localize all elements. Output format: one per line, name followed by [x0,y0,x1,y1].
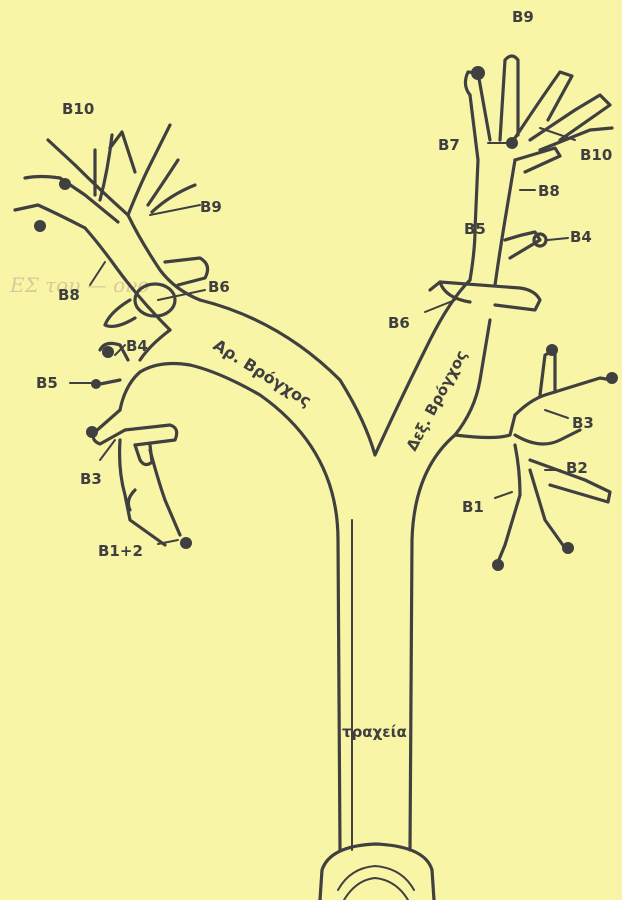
trachea [190,280,470,900]
label-right-b1: B1 [462,498,484,516]
label-right-b8: B8 [538,182,560,200]
label-left-b9: B9 [200,198,222,216]
label-trachea: τραχεία [342,723,407,741]
label-left-b10: B10 [62,100,94,118]
label-right-b2: B2 [566,459,588,477]
label-right-bronchus: Δεξ. Βρόγχος [403,347,471,454]
label-left-b6: B6 [208,278,230,296]
label-right-b4: B4 [570,228,592,246]
label-right-b9: B9 [512,8,534,26]
label-left-b4: B4 [126,337,148,355]
label-left-b3: B3 [80,470,102,488]
label-left-b5: B5 [36,374,58,392]
label-right-b6: B6 [388,314,410,332]
label-right-b7: B7 [438,136,460,154]
left-lung-branches [15,125,208,549]
right-lung-branches [430,56,618,571]
label-left-b8: B8 [58,286,80,304]
label-right-b5: B5 [464,220,486,238]
label-right-b10: B10 [580,146,612,164]
leader-lines [70,128,575,544]
label-left-b1-2: B1+2 [98,542,143,560]
label-right-b3: B3 [572,414,594,432]
